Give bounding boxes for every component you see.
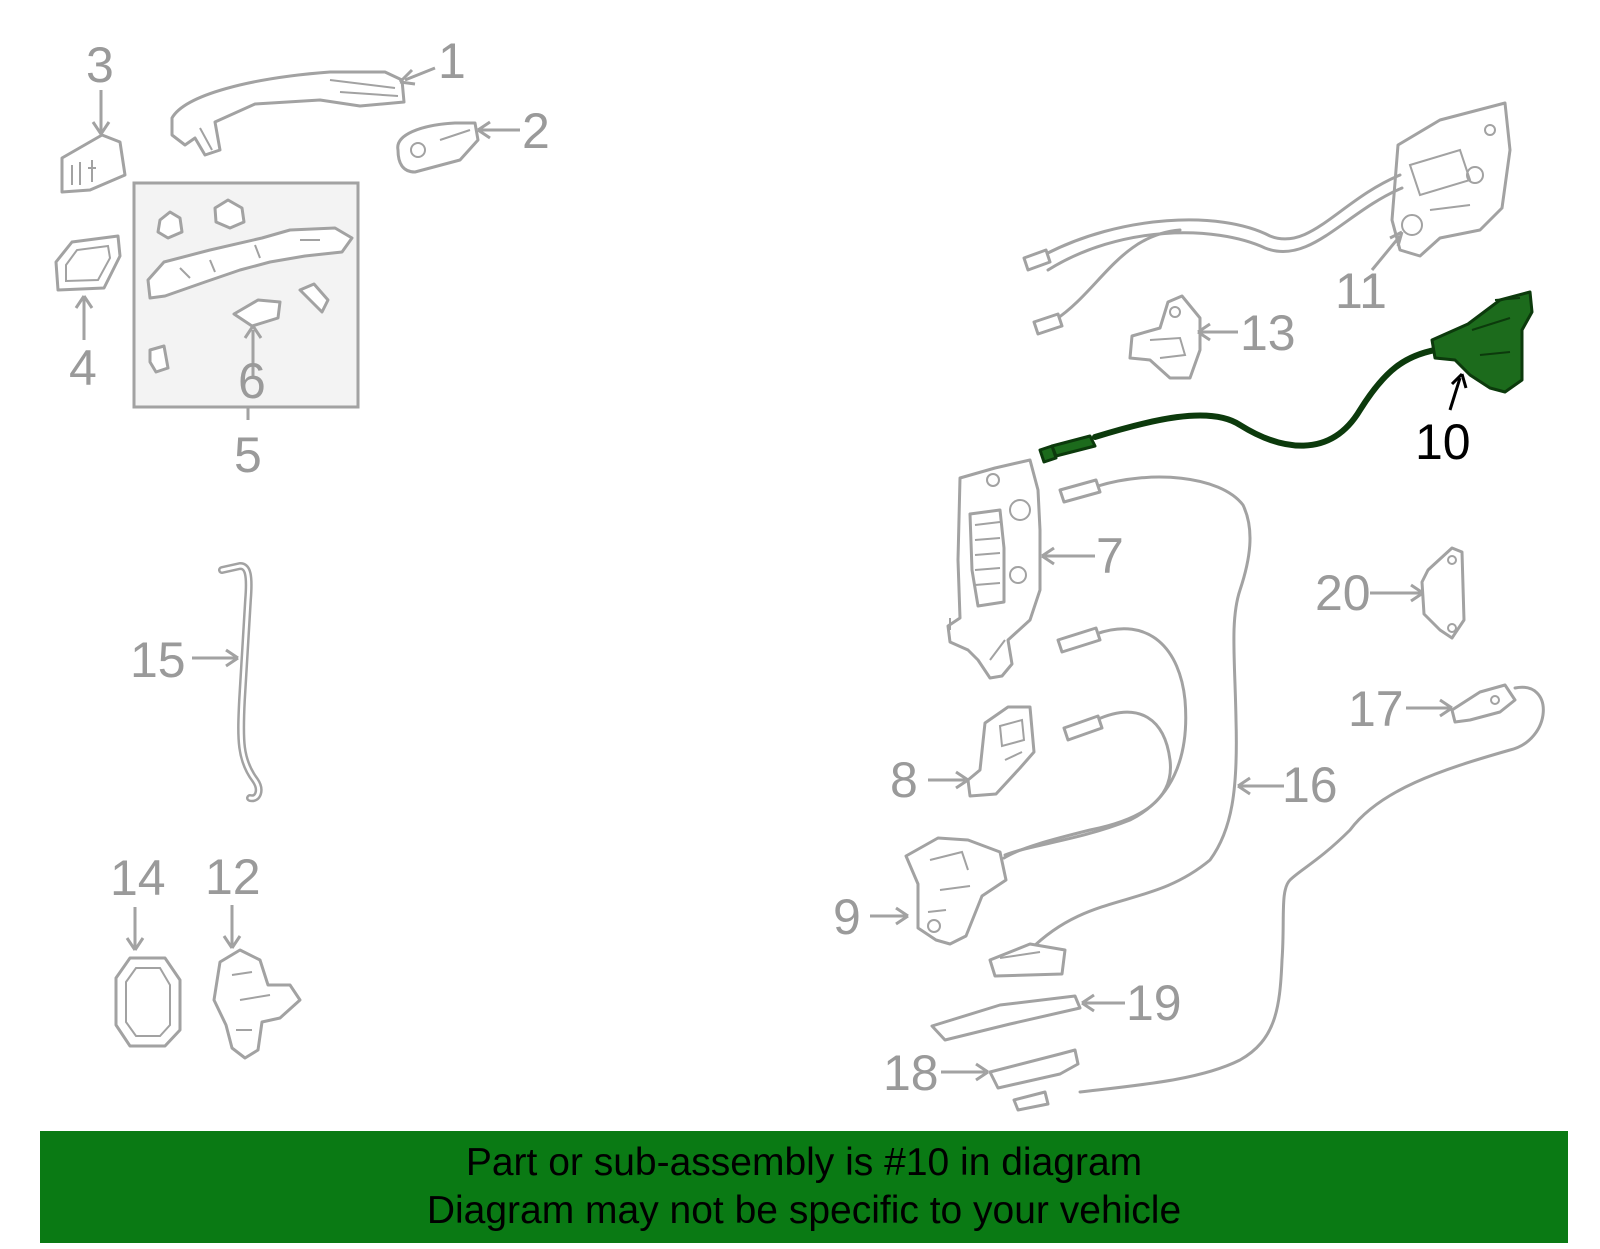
- info-banner: Part or sub-assembly is #10 in diagram D…: [40, 1131, 1568, 1243]
- callout-12: 12: [205, 849, 261, 905]
- callout-17: 17: [1348, 681, 1404, 737]
- part-5-frame-assembly[interactable]: [132, 181, 360, 409]
- callout-6: 6: [238, 353, 266, 409]
- callout-9: 9: [833, 889, 861, 945]
- part-14-seal[interactable]: [114, 956, 182, 1048]
- callout-19: 19: [1126, 975, 1182, 1031]
- banner-line-1: Part or sub-assembly is #10 in diagram: [465, 1141, 1143, 1184]
- part-11-rear-latch[interactable]: [1022, 101, 1512, 336]
- part-1-outside-handle[interactable]: [170, 70, 406, 157]
- part-10-highlighted-cable[interactable]: [1038, 290, 1534, 464]
- part-17-cable-end[interactable]: [1078, 683, 1545, 1094]
- part-4-gasket[interactable]: [54, 234, 122, 292]
- callout-2: 2: [522, 103, 550, 159]
- callout-1: 1: [438, 33, 466, 89]
- part-18-cable-end[interactable]: [988, 1048, 1080, 1112]
- callout-11: 11: [1335, 263, 1387, 319]
- part-8-bracket[interactable]: [966, 705, 1036, 798]
- callout-8: 8: [890, 752, 918, 808]
- part-20-striker[interactable]: [1420, 546, 1466, 640]
- part-2-handle-cap[interactable]: [396, 121, 480, 174]
- part-12-hinge[interactable]: [212, 948, 302, 1060]
- callout-18: 18: [883, 1045, 939, 1101]
- callout-4: 4: [69, 340, 97, 396]
- part-7-lock-actuator[interactable]: [946, 458, 1042, 680]
- part-19-trim-piece[interactable]: [930, 994, 1082, 1042]
- banner-line-2: Diagram may not be specific to your vehi…: [426, 1189, 1182, 1232]
- callout-7: 7: [1096, 528, 1124, 584]
- callout-3: 3: [86, 37, 114, 93]
- callout-16: 16: [1282, 757, 1338, 813]
- part-16-cable[interactable]: [988, 475, 1252, 978]
- callout-15: 15: [130, 632, 186, 688]
- part-9-cables: [1002, 626, 1188, 860]
- part-9-latch-remote[interactable]: [904, 836, 1008, 946]
- callout-20: 20: [1315, 565, 1371, 621]
- part-3-cylinder-cover[interactable]: [60, 133, 127, 194]
- leader-lines: [74, 66, 1468, 1082]
- callout-13: 13: [1240, 305, 1296, 361]
- part-13-striker[interactable]: [1128, 294, 1202, 380]
- callout-10-highlighted: 10: [1415, 414, 1471, 470]
- part-15-rod[interactable]: [218, 562, 263, 803]
- callout-5: 5: [234, 427, 262, 483]
- callout-14: 14: [110, 850, 166, 906]
